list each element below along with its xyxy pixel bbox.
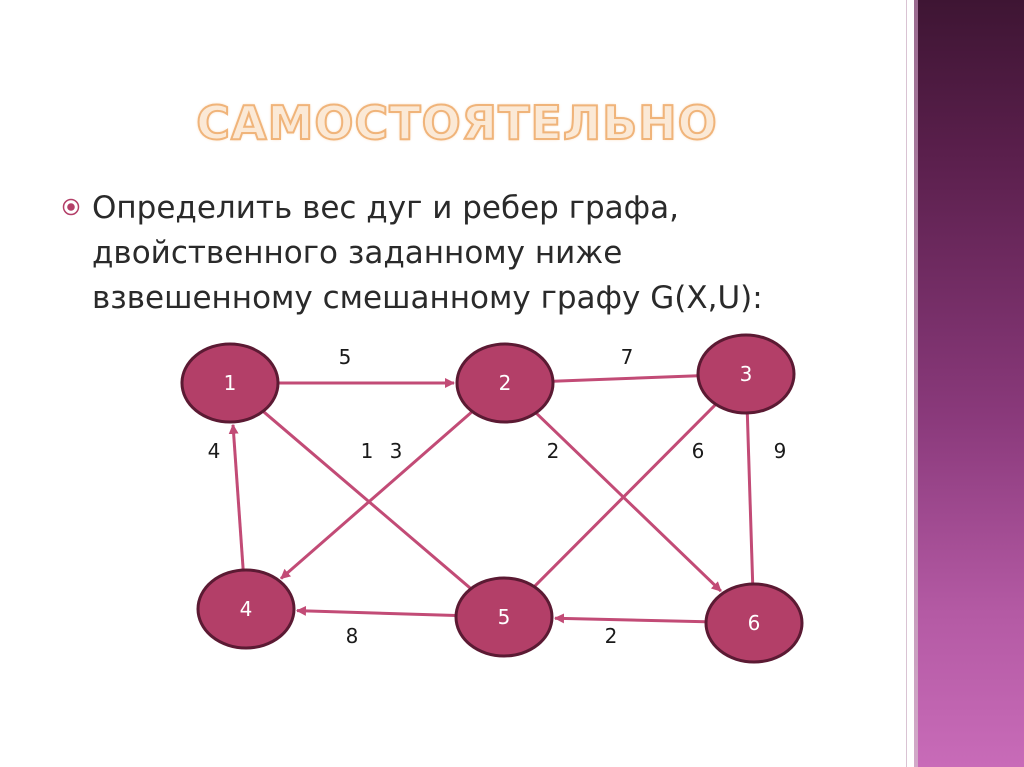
arc-2-6: [534, 411, 722, 593]
node-circle-1: [180, 342, 280, 424]
graph-edges: [228, 374, 755, 624]
node-label-3: 3: [740, 362, 753, 386]
graph-nodes: 1 2 3 4 5 6: [180, 333, 804, 664]
node-circle-2: [455, 342, 555, 424]
weight-label: 9: [774, 439, 787, 463]
weight-label: 8: [346, 624, 359, 648]
graph-node-2: 2: [455, 342, 555, 424]
bullet-text: Определить вес дуг и ребер графа, двойст…: [92, 190, 763, 316]
arc-6-5: [554, 613, 707, 624]
node-circle-5: [454, 576, 554, 658]
graph-node-6: 6: [704, 582, 804, 664]
weight-label: 2: [547, 439, 560, 463]
node-circle-3: [696, 333, 796, 415]
node-label-1: 1: [224, 371, 237, 395]
arc-5-4: [296, 605, 457, 617]
weight-label: 7: [621, 345, 634, 369]
graph-node-1: 1: [180, 342, 280, 424]
weight-label: 5: [339, 345, 352, 369]
weight-label: 6: [692, 439, 705, 463]
node-label-4: 4: [240, 597, 253, 621]
node-circle-6: [704, 582, 804, 664]
arc-2-4: [280, 410, 474, 580]
decorative-side-band: [914, 0, 1024, 767]
node-label-5: 5: [498, 605, 511, 629]
edge-3-6: [745, 412, 755, 585]
weight-label: 1: [361, 439, 374, 463]
edge-1-5: [262, 410, 472, 590]
weight-label: 3: [390, 439, 403, 463]
graph-node-5: 5: [454, 576, 554, 658]
node-circle-4: [196, 568, 296, 650]
edge-2-3: [552, 374, 699, 383]
weight-label: 2: [605, 624, 618, 648]
weight-label: 4: [208, 439, 221, 463]
node-label-2: 2: [499, 371, 512, 395]
side-divider-line: [906, 0, 907, 767]
bullet-icon: [62, 198, 80, 216]
edge-3-5: [533, 403, 717, 588]
slide-title: САМОСТОЯТЕЛЬНО: [195, 95, 718, 151]
arc-4-1: [228, 423, 245, 571]
graph-node-3: 3: [696, 333, 796, 415]
graph-node-4: 4: [196, 568, 296, 650]
node-label-6: 6: [748, 611, 761, 635]
